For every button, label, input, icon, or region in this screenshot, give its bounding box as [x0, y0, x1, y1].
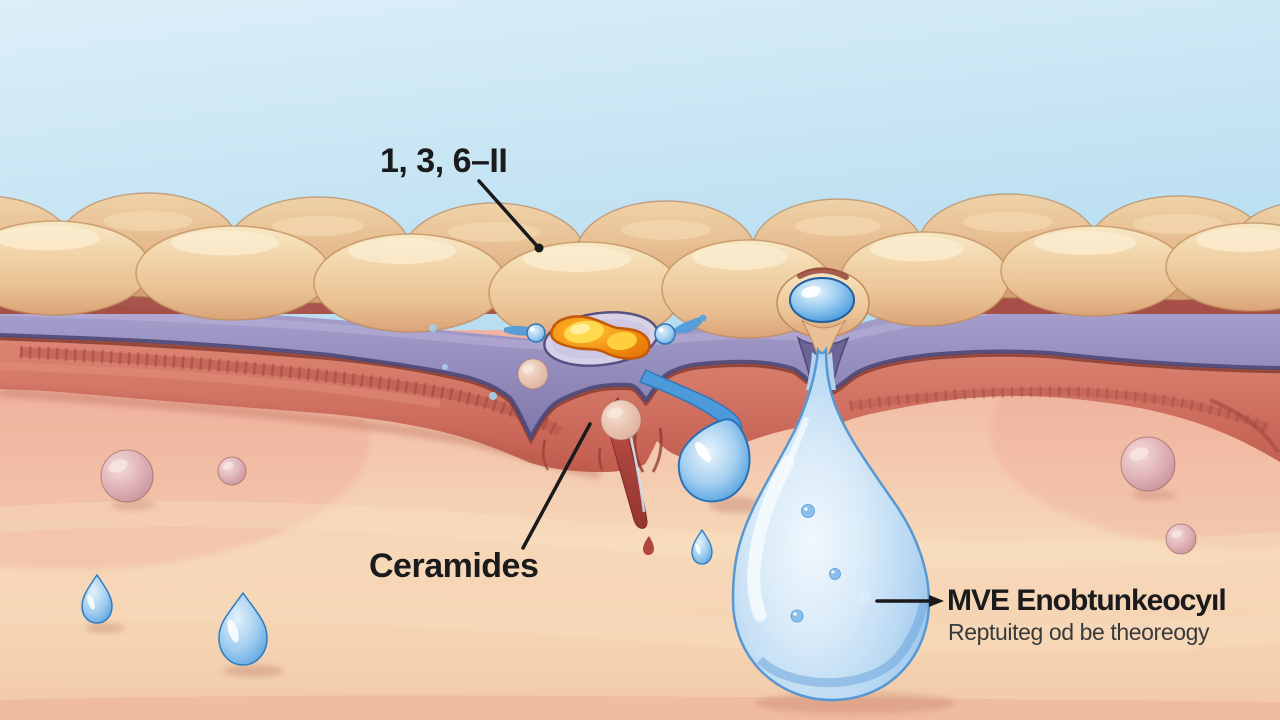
water-entry-channel — [776, 267, 870, 403]
small-teardrops — [81, 528, 713, 677]
label-ceramides: Ceramides — [369, 547, 539, 585]
leader-ceramides — [521, 422, 592, 550]
label-stratum: 1, 3, 6–II — [380, 142, 508, 180]
lipid-lamellae-pocket — [429, 311, 707, 400]
label-droplet-subtitle: Reptuiteg od be theoreogy — [948, 619, 1210, 645]
annotation-leaders — [477, 179, 944, 607]
leader-stratum — [477, 179, 539, 248]
leader-droplet-arrowhead — [929, 595, 944, 607]
water-bead — [789, 277, 855, 323]
micro-droplet-right — [672, 317, 702, 334]
label-droplet-title: MVE Enobtunkeocyıl — [947, 584, 1227, 617]
medium-water-droplet — [638, 369, 761, 513]
large-water-droplet — [731, 345, 955, 714]
dermal-spheres — [100, 358, 1197, 555]
